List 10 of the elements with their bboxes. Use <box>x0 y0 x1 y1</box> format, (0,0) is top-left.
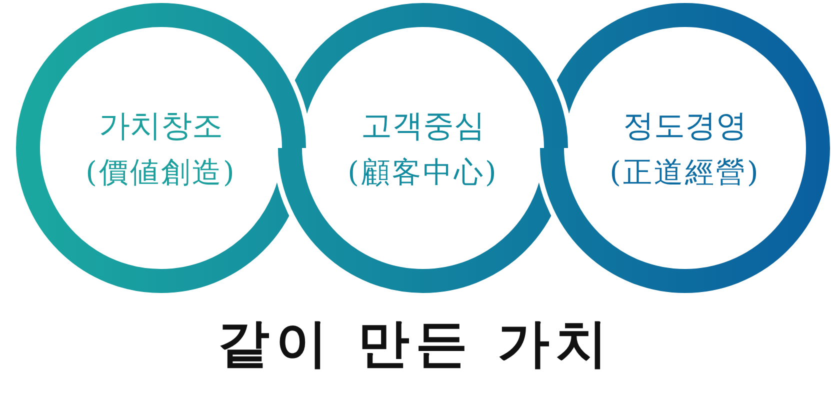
ring <box>540 3 830 293</box>
ring <box>16 3 306 293</box>
title: 같이 만든 가치 <box>217 312 614 376</box>
heading: 가치창조 <box>99 107 223 145</box>
subheading: (價値創造) <box>86 154 236 191</box>
ring <box>278 3 568 293</box>
heading: 정도경영 <box>623 107 747 145</box>
subheading: (顧客中心) <box>348 154 498 191</box>
subheading: (正道經營) <box>610 154 760 191</box>
heading: 고객중심 <box>361 107 485 145</box>
